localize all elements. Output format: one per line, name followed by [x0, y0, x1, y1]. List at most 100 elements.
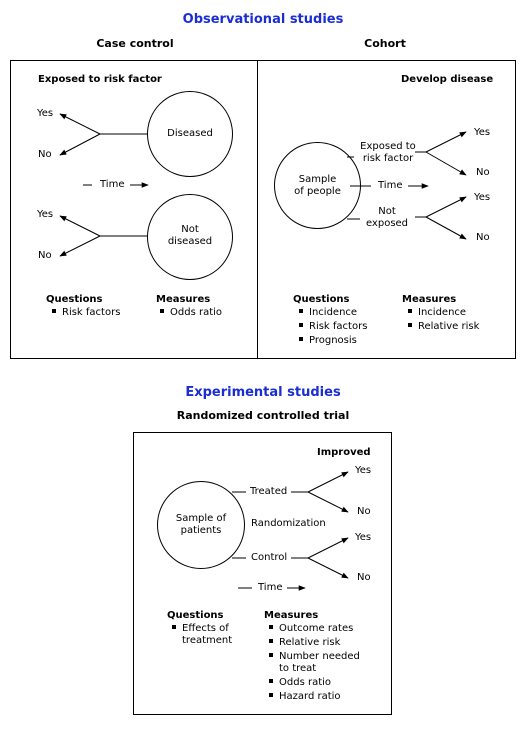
cohort-question-text: Prognosis	[309, 335, 357, 346]
cohort-bottom-yes-arrow	[425, 196, 467, 218]
rct-measures-title: Measures	[264, 610, 319, 621]
not-exposed-label-1: Not	[378, 206, 396, 217]
cohort-questions-title: Questions	[293, 294, 350, 305]
cohort-measure-text: Incidence	[418, 307, 467, 318]
not-diseased-label-1: Not	[181, 224, 199, 235]
cc-top-yes: Yes	[37, 108, 54, 119]
cohort-question-item: Risk factors	[299, 320, 367, 334]
rct-bottom-no-arrow	[307, 557, 349, 579]
experimental-title: Experimental studies	[185, 385, 341, 400]
bullet-icon	[299, 337, 303, 341]
cohort-header: Develop disease	[401, 74, 494, 85]
cc-measure-item: Odds ratio	[160, 306, 222, 320]
control-label: Control	[251, 552, 288, 563]
rct-measure-text: Number needed	[279, 651, 360, 662]
cohort-bottom-no: No	[476, 232, 490, 243]
rct-top-no-arrow	[307, 491, 349, 513]
cohort-bottom-no-arrow	[425, 216, 467, 240]
rct-title: Randomized controlled trial	[176, 409, 350, 422]
bullet-icon	[408, 323, 412, 327]
diseased-circle	[147, 91, 233, 177]
bullet-icon	[269, 625, 273, 629]
cc-top-no: No	[38, 149, 52, 160]
patients-label-1: Sample of	[175, 513, 227, 524]
rct-measure-item: Odds ratio	[269, 676, 331, 690]
randomization-label: Randomization	[251, 518, 326, 529]
cc-bottom-yes: Yes	[37, 209, 54, 220]
rct-measure-text: Relative risk	[279, 637, 341, 648]
cohort-top-no-arrow	[425, 151, 467, 176]
bullet-icon	[172, 625, 176, 629]
rct-measure-text: Odds ratio	[279, 677, 332, 688]
cohort-top-no: No	[476, 167, 490, 178]
bullet-icon	[269, 639, 273, 643]
cc-questions-title: Questions	[46, 294, 103, 305]
rct-question-text-1: Effects of	[182, 623, 229, 634]
bullet-icon	[269, 653, 273, 657]
cc-header: Exposed to risk factor	[38, 74, 162, 85]
cohort-measure-text: Relative risk	[418, 321, 480, 332]
cohort-question-text: Risk factors	[309, 321, 368, 332]
cohort-question-text: Incidence	[309, 307, 358, 318]
diseased-label: Diseased	[167, 128, 213, 139]
treated-label: Treated	[250, 486, 288, 497]
rct-measure-text-continued: to treat	[279, 663, 317, 674]
rct-header: Improved	[317, 447, 371, 458]
rct-bottom-yes: Yes	[355, 532, 372, 543]
rct-measure-item: Relative risk	[269, 636, 340, 650]
bullet-icon	[160, 309, 164, 313]
rct-question-text-2: treatment	[182, 635, 233, 646]
rct-questions-title: Questions	[167, 610, 224, 621]
rct-measure-text: Hazard ratio	[279, 691, 341, 702]
sample-label-2: of people	[294, 186, 341, 197]
rct-top-yes-arrow	[307, 471, 349, 493]
not-diseased-label-2: diseased	[167, 236, 213, 247]
cc-bottom-no-arrow	[59, 235, 101, 257]
cc-question-item: Risk factors	[52, 306, 120, 320]
not-exposed-label-2: exposed	[365, 218, 409, 229]
rct-box	[133, 432, 392, 715]
sample-of-people-circle	[274, 142, 361, 229]
cc-top-no-arrow	[59, 133, 101, 156]
rct-measure-item: Outcome rates	[269, 622, 353, 636]
bullet-icon	[269, 693, 273, 697]
cc-question-text: Risk factors	[62, 307, 121, 318]
bullet-icon	[299, 309, 303, 313]
rct-question-item: Effects of	[172, 622, 229, 636]
observational-box	[10, 60, 516, 359]
cohort-measure-item: Relative risk	[408, 320, 479, 334]
cohort-measure-item: Incidence	[408, 306, 466, 320]
cohort-time-label: Time	[378, 180, 403, 191]
cc-bottom-yes-arrow	[59, 215, 101, 237]
cohort-top-yes-arrow	[425, 131, 467, 153]
cohort-title: Cohort	[364, 37, 406, 50]
sample-label-1: Sample	[298, 174, 337, 185]
rct-measure-text: Outcome rates	[279, 623, 354, 634]
not-diseased-circle	[147, 194, 233, 280]
cohort-question-item: Incidence	[299, 306, 357, 320]
bullet-icon	[52, 309, 56, 313]
bullet-icon	[299, 323, 303, 327]
cc-bottom-no: No	[38, 250, 52, 261]
cohort-top-yes: Yes	[474, 127, 491, 138]
rct-measure-item: Number needed	[269, 650, 360, 664]
rct-time-label: Time	[258, 582, 283, 593]
observational-divider	[257, 60, 258, 359]
case-control-title: Case control	[96, 37, 174, 50]
bullet-icon	[408, 309, 412, 313]
patients-label-2: patients	[180, 525, 222, 536]
bullet-icon	[269, 679, 273, 683]
exposed-label-1: Exposed to	[360, 141, 416, 152]
cc-measure-text: Odds ratio	[170, 307, 223, 318]
cohort-measures-title: Measures	[402, 294, 457, 305]
rct-bottom-yes-arrow	[307, 537, 349, 559]
rct-measure-item: Hazard ratio	[269, 690, 341, 704]
sample-of-patients-circle	[157, 481, 245, 569]
cc-measures-title: Measures	[156, 294, 211, 305]
rct-bottom-no: No	[357, 572, 371, 583]
cohort-question-item: Prognosis	[299, 334, 357, 348]
exposed-label-2: risk factor	[362, 153, 414, 164]
rct-top-no: No	[357, 506, 371, 517]
rct-top-yes: Yes	[355, 465, 372, 476]
